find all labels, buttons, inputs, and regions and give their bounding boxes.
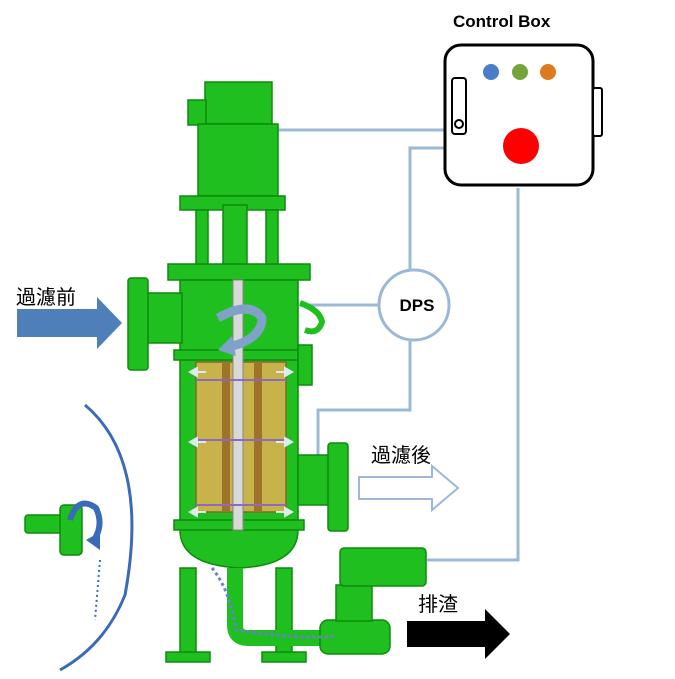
indicator-light-orange [540, 64, 556, 80]
outlet-label: 過濾後 [371, 443, 431, 467]
drain-arrow [407, 609, 510, 659]
internal-flow-arrows [187, 366, 295, 518]
inlet-arrow [17, 297, 122, 349]
emergency-stop-button [503, 128, 539, 164]
control-box-title: Control Box [453, 12, 551, 31]
control-wiring [272, 128, 520, 562]
outlet-arrow [358, 463, 460, 513]
dps-sensor [377, 268, 451, 342]
indicator-light-green [512, 64, 528, 80]
inlet-label: 過濾前 [16, 285, 76, 309]
detail-inset [24, 403, 134, 672]
control-box [443, 43, 603, 187]
dps-label: DPS [399, 296, 435, 315]
sludge-flow [210, 567, 336, 639]
rotation-arrow-icon [215, 304, 267, 353]
drain-label: 排渣 [418, 592, 458, 616]
filter-screen [195, 279, 287, 531]
indicator-light-blue [483, 64, 499, 80]
